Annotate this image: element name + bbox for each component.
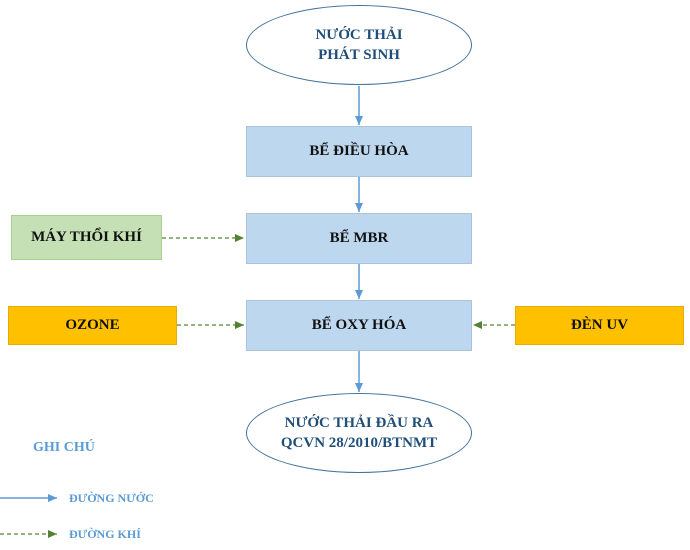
mbr-label: BỂ MBR bbox=[329, 230, 389, 246]
mbr-tank: BỂ MBR bbox=[246, 213, 472, 264]
output-line2: QCVN 28/2010/BTNMT bbox=[280, 435, 438, 451]
source-line1: NƯỚC THẢI bbox=[315, 27, 403, 43]
blower-box: MÁY THỔI KHÍ bbox=[11, 215, 162, 260]
ozone-box: OZONE bbox=[8, 306, 177, 345]
source-ellipse: NƯỚC THẢI PHÁT SINH bbox=[246, 5, 472, 85]
output-line1: NƯỚC THẢI ĐẦU RA bbox=[284, 415, 434, 431]
legend-air-label: ĐƯỜNG KHÍ bbox=[69, 527, 141, 541]
output-ellipse: NƯỚC THẢI ĐẦU RA QCVN 28/2010/BTNMT bbox=[246, 393, 472, 473]
source-line2: PHÁT SINH bbox=[318, 47, 400, 63]
equalization-label: BỂ ĐIỀU HÒA bbox=[309, 143, 409, 159]
oxidation-tank: BỂ OXY HÓA bbox=[246, 300, 472, 351]
legend-title: GHI CHÚ bbox=[33, 440, 95, 455]
blower-label: MÁY THỔI KHÍ bbox=[31, 229, 142, 245]
legend-water-label: ĐƯỜNG NƯỚC bbox=[69, 491, 154, 505]
ozone-label: OZONE bbox=[65, 317, 120, 333]
uv-lamp-box: ĐÈN UV bbox=[515, 306, 684, 345]
oxidation-label: BỂ OXY HÓA bbox=[311, 317, 407, 333]
equalization-tank: BỂ ĐIỀU HÒA bbox=[246, 126, 472, 177]
uv-lamp-label: ĐÈN UV bbox=[570, 317, 629, 333]
